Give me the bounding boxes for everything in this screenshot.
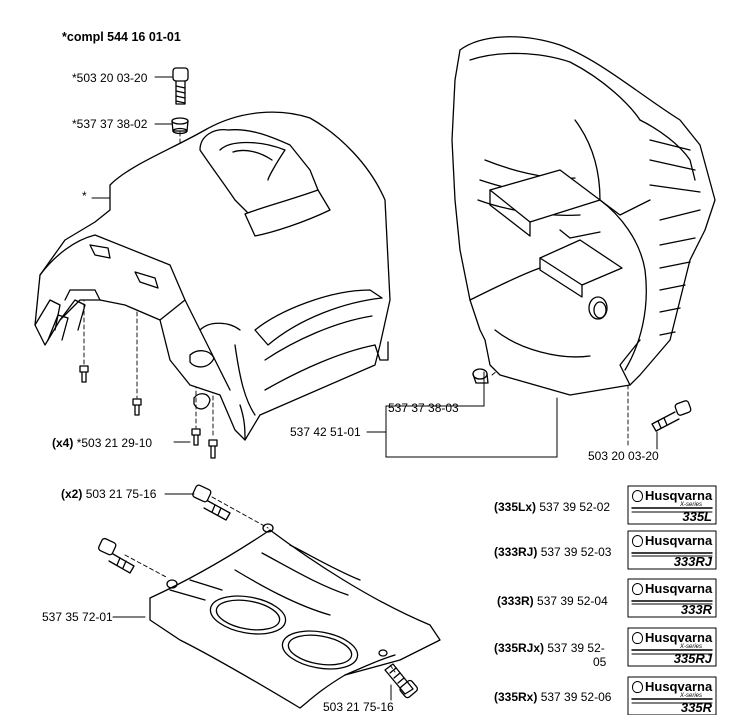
decal-prefix: (335Lx) [494,500,537,514]
label-screw-x2: (x2) 503 21 75-16 [61,487,156,501]
decal-label-3: (333R) 537 39 52-04 [497,594,608,608]
decal-brand: Husqvarna [645,581,713,596]
decal-brand: Husqvarna [645,630,713,645]
decal-prefix: (335RJx) [494,641,545,655]
top-screw-drawing [171,67,189,135]
decal-prefix: (333RJ) [494,545,538,559]
decal-number: 537 39 52- [547,641,605,655]
bottom-screw-drawing [384,663,419,699]
decal-label-5: (335Rx) 537 39 52-06 [494,690,611,704]
label-screw-x2-prefix: (x2) [61,487,83,501]
decal-series: X-series [680,502,703,508]
decal-label-4-cont: 05 [593,655,607,669]
cylinder-cover-drawing [451,36,716,396]
decal-brand: Husqvarna [645,533,713,548]
decal-stickers [627,485,717,715]
label-plate: 537 35 72-01 [42,610,113,624]
husqvarna-logo-icon [632,535,643,547]
top-cover-drawing [34,111,391,441]
decal-number: 537 39 52-02 [539,500,611,514]
husqvarna-logo-icon [632,583,643,595]
decal-label-2: (333RJ) 537 39 52-03 [494,545,611,559]
decal-number: 537 39 52-04 [537,594,608,608]
decal-brand: Husqvarna [645,679,713,694]
husqvarna-logo-icon [632,681,643,693]
plate-left-screw-drawing [98,537,135,574]
decal-prefix: (335Rx) [494,690,538,704]
decal-number: 537 39 52-03 [540,545,612,559]
decal-model: 333RJ [673,554,712,569]
label-screw-bottom: 503 21 75-16 [323,700,394,714]
decal-brand: Husqvarna [645,488,713,503]
leader-lines [91,76,658,701]
decal-1 [627,485,717,525]
decal-label-1: (335Lx) 537 39 52-02 [494,500,610,514]
decal-2 [627,530,717,570]
label-screw-x4-number: *503 21 29-10 [76,436,153,450]
decal-model: 335RJ [673,651,712,666]
husqvarna-logo-icon [632,632,643,644]
label-screw-right: 503 20 03-20 [588,449,659,463]
bottom-plate-drawing [149,523,441,709]
right-screw-drawing [651,400,692,432]
label-washer-top: *537 37 38-02 [72,117,148,131]
label-screw-x4-prefix: (x4) [52,436,74,450]
decal-model: 335R [680,700,712,715]
decal-prefix: (333R) [497,594,534,608]
decal-series: X-series [680,693,703,699]
assembly-title: *compl 544 16 01-01 [62,30,181,44]
decal-5 [627,676,717,715]
decal-3 [627,578,717,618]
label-screw-x2-number: 503 21 75-16 [85,487,157,501]
decal-series: X-series [680,644,703,650]
label-grommet: 537 37 38-03 [388,401,459,415]
label-cylinder-cover: 537 42 51-01 [290,425,361,439]
label-cover-marker: * [82,189,87,203]
decal-number: 537 39 52-06 [540,690,612,704]
grommet-drawing [472,368,489,384]
husqvarna-logo-icon [632,490,643,502]
small-screws-drawing [79,365,218,459]
decal-model: 335L [682,509,712,524]
label-screw-top: *503 20 03-20 [72,71,148,85]
decal-label-4: (335RJx) 537 39 52- [494,641,605,655]
decal-model: 333R [680,602,712,617]
decal-4 [627,627,717,667]
x2-screw-drawing [192,484,231,521]
label-screw-x4: (x4) *503 21 29-10 [52,436,152,450]
